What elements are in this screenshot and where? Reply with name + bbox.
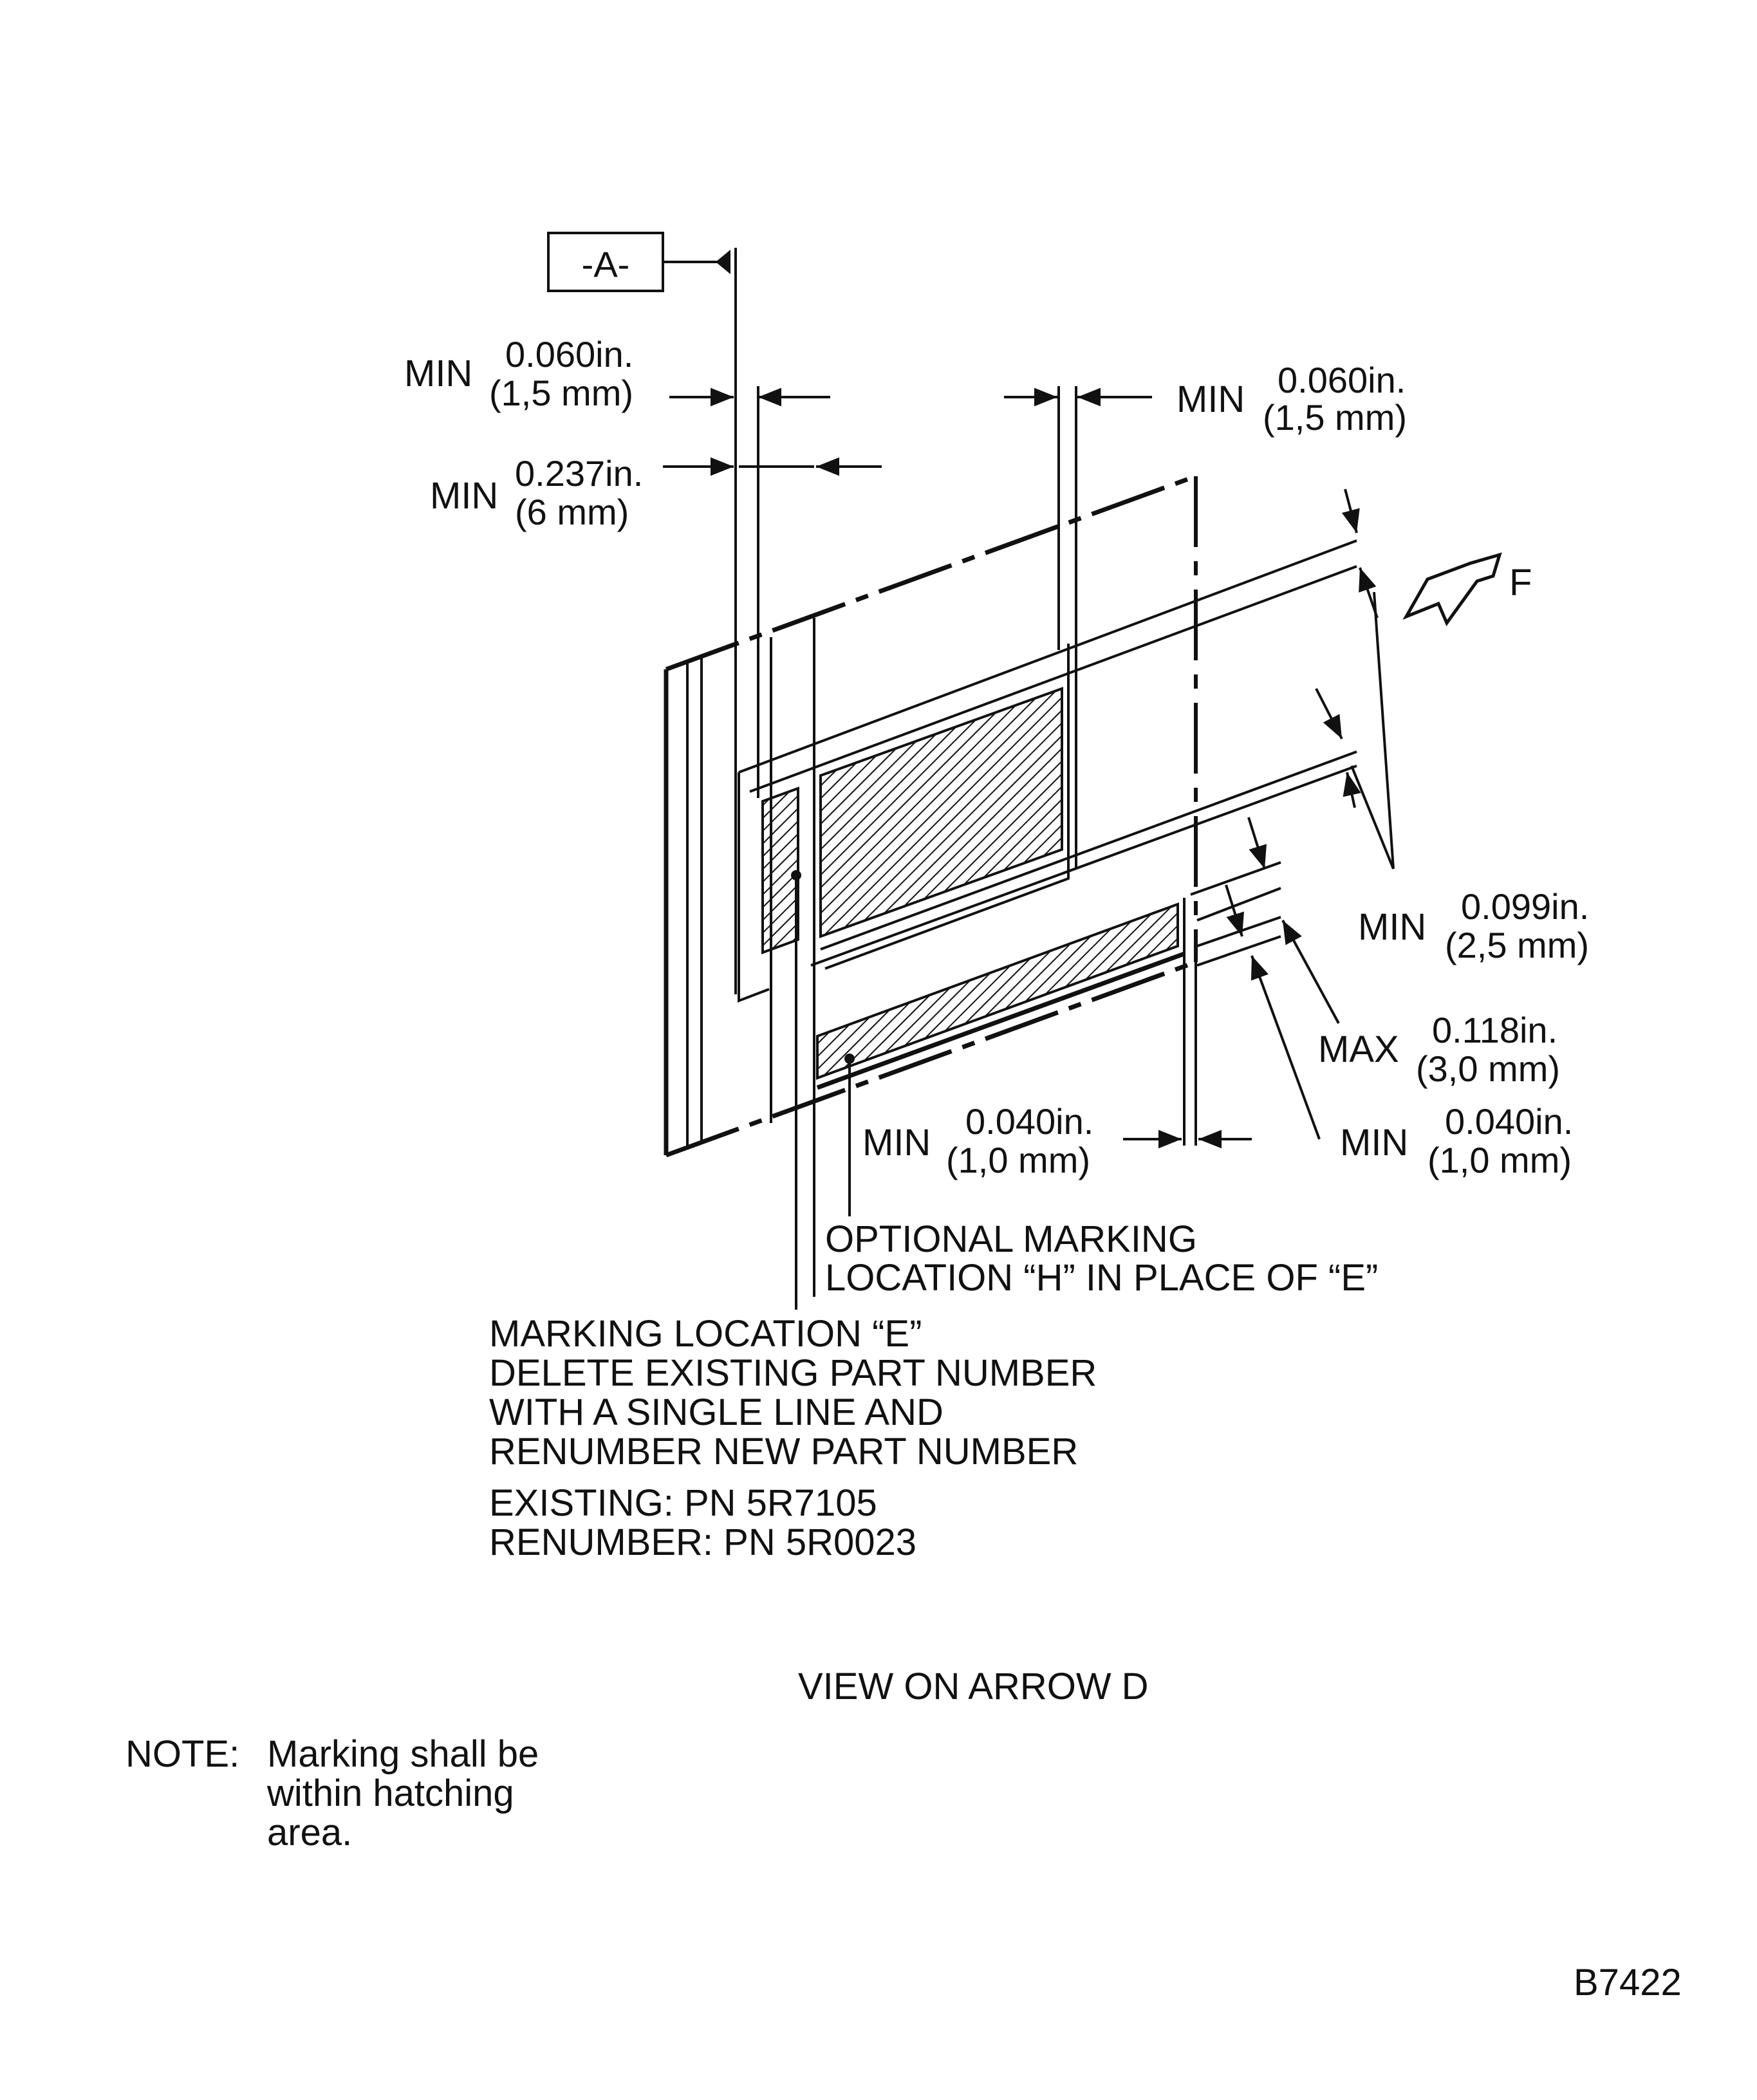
dim4-kind: MIN xyxy=(1358,906,1426,948)
datum-a: -A- xyxy=(547,232,737,994)
plate-bottom-edge xyxy=(665,960,1197,1158)
note-label: NOTE: xyxy=(126,1733,239,1775)
dimension-6: MIN 0.040in. (1,0 mm) xyxy=(862,1101,1252,1180)
dim4-tick-4 xyxy=(1343,772,1361,808)
dim6-kind: MIN xyxy=(862,1122,931,1164)
dim3-inch: 0.060in. xyxy=(1278,360,1406,400)
frame-diagonal-upper xyxy=(738,539,1357,774)
hatch-h-underline xyxy=(816,951,1185,1090)
marking-location-line4: RENUMBER NEW PART NUMBER xyxy=(489,1431,1078,1473)
dim5-kind: MAX xyxy=(1318,1028,1399,1070)
marking-location-note: MARKING LOCATION “E” DELETE EXISTING PAR… xyxy=(489,1313,1097,1563)
marking-location-line1: MARKING LOCATION “E” xyxy=(489,1313,922,1355)
plate-top-edge xyxy=(665,474,1197,672)
dimension-1: MIN 0.060in. (1,5 mm) xyxy=(404,334,830,798)
dim5-tick-1 xyxy=(1247,817,1267,869)
marking-location-renumber: RENUMBER: PN 5R0023 xyxy=(489,1521,916,1563)
dim7-mm: (1,0 mm) xyxy=(1427,1140,1572,1180)
dim2-kind: MIN xyxy=(430,475,498,517)
dim4-tick-upper xyxy=(1341,488,1360,534)
dim3-mm: (1,5 mm) xyxy=(1263,397,1407,438)
dim5-ext-1 xyxy=(1190,861,1281,896)
view-title: VIEW ON ARROW D xyxy=(798,1666,1149,1707)
dim4-tick-3 xyxy=(1315,688,1343,739)
arrow-f: F xyxy=(1402,552,1532,627)
optional-marking-note: OPTIONAL MARKING LOCATION “H” IN PLACE O… xyxy=(825,1218,1378,1299)
marking-location-line3: WITH A SINGLE LINE AND xyxy=(489,1391,944,1433)
dim5-tick-4 xyxy=(1250,955,1321,1140)
dim6-inch: 0.040in. xyxy=(965,1101,1093,1142)
dim1-mm: (1,5 mm) xyxy=(489,373,633,413)
dim1-inch: 0.060in. xyxy=(505,334,633,375)
dim3-kind: MIN xyxy=(1176,378,1245,420)
dim5-tick-2 xyxy=(1281,920,1340,1024)
dim2-inch: 0.237in. xyxy=(515,453,643,494)
dim5-inch: 0.118in. xyxy=(1432,1010,1557,1050)
dim1-kind: MIN xyxy=(404,353,472,395)
dimension-5: MAX 0.118in. (3,0 mm) xyxy=(1190,817,1560,1140)
drawing-number: B7422 xyxy=(1574,1962,1682,2003)
leaders xyxy=(791,870,855,1310)
arrow-f-icon xyxy=(1402,552,1502,627)
marking-location-line2: DELETE EXISTING PART NUMBER xyxy=(489,1352,1097,1394)
dimension-4: MIN 0.099in. (2,5 mm) xyxy=(1315,488,1589,965)
dim2-mm: (6 mm) xyxy=(515,492,629,532)
hatch-location-e-left xyxy=(761,786,799,954)
dim6-mm: (1,0 mm) xyxy=(946,1140,1090,1180)
dimension-3: MIN 0.060in. (1,5 mm) xyxy=(1004,360,1407,650)
outer-frame xyxy=(738,772,770,1003)
note-line2: within hatching xyxy=(266,1772,514,1814)
dim7-kind: MIN xyxy=(1340,1122,1408,1164)
datum-a-triangle xyxy=(716,250,730,274)
frame-right-upper xyxy=(824,644,1070,970)
dimension-7: MIN 0.040in. (1,0 mm) xyxy=(1340,1101,1573,1180)
hatch-location-h xyxy=(816,902,1179,1080)
dim4-leader xyxy=(1373,591,1395,869)
part-outline xyxy=(664,474,1198,1158)
frame-diagonal-lower xyxy=(810,765,1357,967)
note-line3: area. xyxy=(267,1812,352,1854)
arrow-f-label: F xyxy=(1509,562,1532,604)
dim7-inch: 0.040in. xyxy=(1445,1101,1573,1142)
marking-location-existing: EXISTING: PN 5R7105 xyxy=(489,1482,877,1524)
dimension-2: MIN 0.237in. (6 mm) xyxy=(430,453,882,532)
frame-diagonal-upper-2 xyxy=(749,565,1357,793)
dim5-ext-2 xyxy=(1196,887,1281,922)
general-note: NOTE: Marking shall be within hatching a… xyxy=(126,1733,539,1854)
hatched-areas xyxy=(761,687,1185,1090)
dim5-mm: (3,0 mm) xyxy=(1416,1048,1560,1089)
optional-marking-line2: LOCATION “H” IN PLACE OF “E” xyxy=(825,1257,1378,1299)
datum-a-label: -A- xyxy=(582,244,630,284)
dim4-mm: (2,5 mm) xyxy=(1445,925,1589,965)
dim5-ext-4 xyxy=(1196,935,1281,967)
hatch-location-e-main xyxy=(819,687,1063,938)
note-line1: Marking shall be xyxy=(267,1733,539,1775)
marking-frame xyxy=(738,386,1357,1297)
dim4-inch: 0.099in. xyxy=(1461,886,1589,927)
optional-marking-line1: OPTIONAL MARKING xyxy=(825,1218,1197,1260)
dim5-tick-3 xyxy=(1225,884,1245,937)
frame-diagonal-lower-2 xyxy=(820,750,1357,951)
